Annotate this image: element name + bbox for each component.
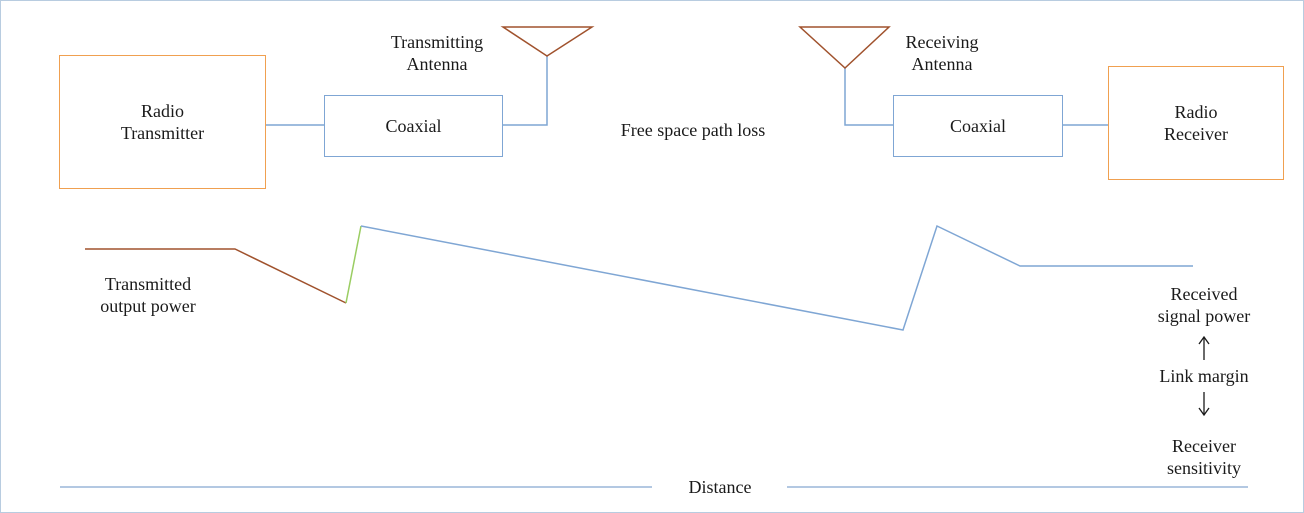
coaxial-rx-block: Coaxial — [893, 95, 1063, 157]
transmitting-antenna-label-line2: Antenna — [406, 54, 468, 74]
transmitting-antenna-label: Transmitting Antenna — [372, 31, 502, 75]
down-arrow-icon — [1198, 392, 1210, 417]
coaxial-rx-label: Coaxial — [950, 116, 1006, 136]
transmitting-antenna-label-line1: Transmitting — [390, 32, 484, 52]
radio-receiver-label-line1: Radio — [1174, 102, 1218, 122]
receiver-sensitivity-line2: sensitivity — [1166, 458, 1241, 478]
coax-to-tx-antenna-line — [503, 55, 548, 126]
receiving-antenna-label: Receiving Antenna — [887, 31, 997, 75]
received-signal-power-line1: Received — [1170, 284, 1238, 304]
received-signal-power-label: Received signal power — [1144, 283, 1264, 327]
up-arrow-icon — [1198, 335, 1210, 360]
antenna-gain-rise-line — [345, 225, 362, 304]
coaxial-tx-label: Coaxial — [385, 116, 442, 136]
receiver-sensitivity-label: Receiver sensitivity — [1144, 435, 1264, 479]
radio-transmitter-label-line1: Radio — [141, 101, 184, 121]
receiving-antenna-label-line2: Antenna — [911, 54, 973, 74]
receiver-sensitivity-line1: Receiver — [1172, 436, 1236, 456]
radio-receiver-label-line2: Receiver — [1164, 124, 1228, 144]
path-loss-level-line — [360, 224, 1193, 331]
rx-antenna-to-coax-line — [844, 68, 893, 126]
receiving-antenna-label-line1: Receiving — [905, 32, 979, 52]
radio-transmitter-label-line2: Transmitter — [120, 123, 205, 143]
transmitted-output-power-line1: Transmitted — [104, 274, 192, 294]
transmitted-output-power-line2: output power — [100, 296, 196, 316]
radio-transmitter-block: Radio Transmitter — [59, 55, 266, 189]
received-signal-power-line2: signal power — [1157, 306, 1251, 326]
radio-receiver-block: Radio Receiver — [1108, 66, 1284, 180]
tx-power-level-line — [85, 248, 347, 304]
transmitting-antenna-icon — [500, 26, 595, 57]
distance-axis-label: Distance — [688, 477, 752, 497]
transmitted-output-power-label: Transmitted output power — [78, 273, 218, 317]
coaxial-tx-block: Coaxial — [324, 95, 503, 157]
receiving-antenna-icon — [798, 26, 891, 70]
link-margin-label: Link margin — [1159, 366, 1249, 386]
free-space-path-loss-label: Free space path loss — [620, 120, 766, 140]
